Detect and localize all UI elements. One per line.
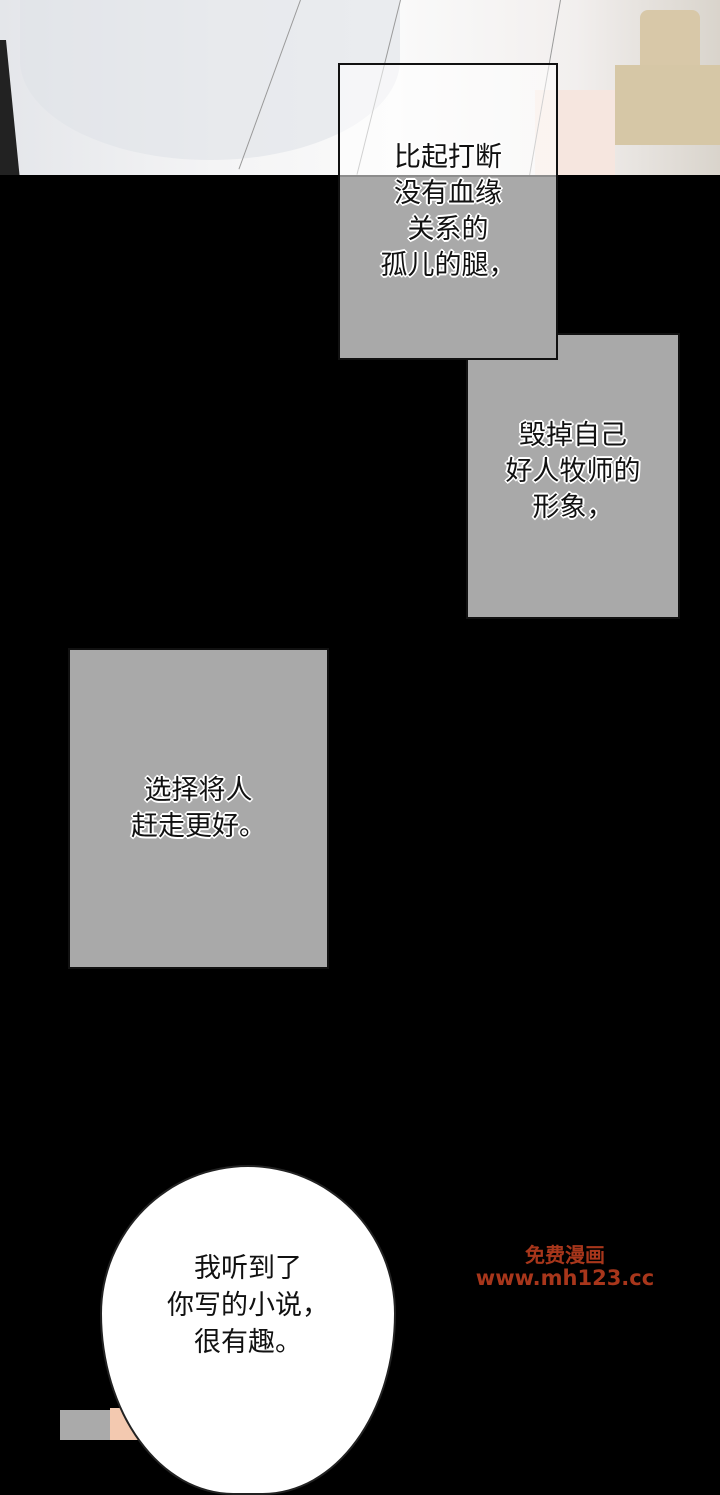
bubble-line: 很有趣。 — [194, 1327, 302, 1358]
watermark-url: www.mh123.cc — [475, 1266, 655, 1290]
caption-box-2 — [466, 333, 680, 619]
bubble-line: 你写的小说， — [167, 1290, 329, 1321]
caption-box-1 — [338, 63, 558, 360]
bubble-line: 我听到了 — [194, 1253, 302, 1284]
caption-line: 比起打断 — [394, 142, 502, 173]
caption-text-2: 毁掉自己 好人牧师的 形象， — [466, 418, 680, 526]
caption-box-3 — [68, 648, 329, 969]
caption-text-1: 比起打断 没有血缘 关系的 孤儿的腿， — [338, 140, 558, 284]
shirt-shape — [20, 0, 400, 160]
caption-line: 赶走更好。 — [131, 811, 266, 842]
caption-line: 孤儿的腿， — [380, 250, 516, 281]
desk-shape — [615, 65, 720, 145]
sleeve-shape — [60, 1410, 112, 1440]
watermark: 免费漫画 www.mh123.cc — [470, 1244, 660, 1290]
caption-line: 好人牧师的 — [505, 456, 641, 487]
speech-bubble-text: 我听到了 你写的小说， 很有趣。 — [100, 1250, 396, 1361]
caption-line: 形象， — [532, 492, 614, 523]
caption-line: 选择将人 — [144, 775, 253, 806]
caption-text-3: 选择将人 赶走更好。 — [68, 773, 329, 845]
caption-line: 关系的 — [407, 214, 489, 245]
caption-line: 毁掉自己 — [519, 420, 627, 451]
hair-shape — [0, 40, 20, 175]
watermark-title: 免费漫画 — [525, 1243, 605, 1267]
caption-line: 没有血缘 — [394, 178, 502, 209]
